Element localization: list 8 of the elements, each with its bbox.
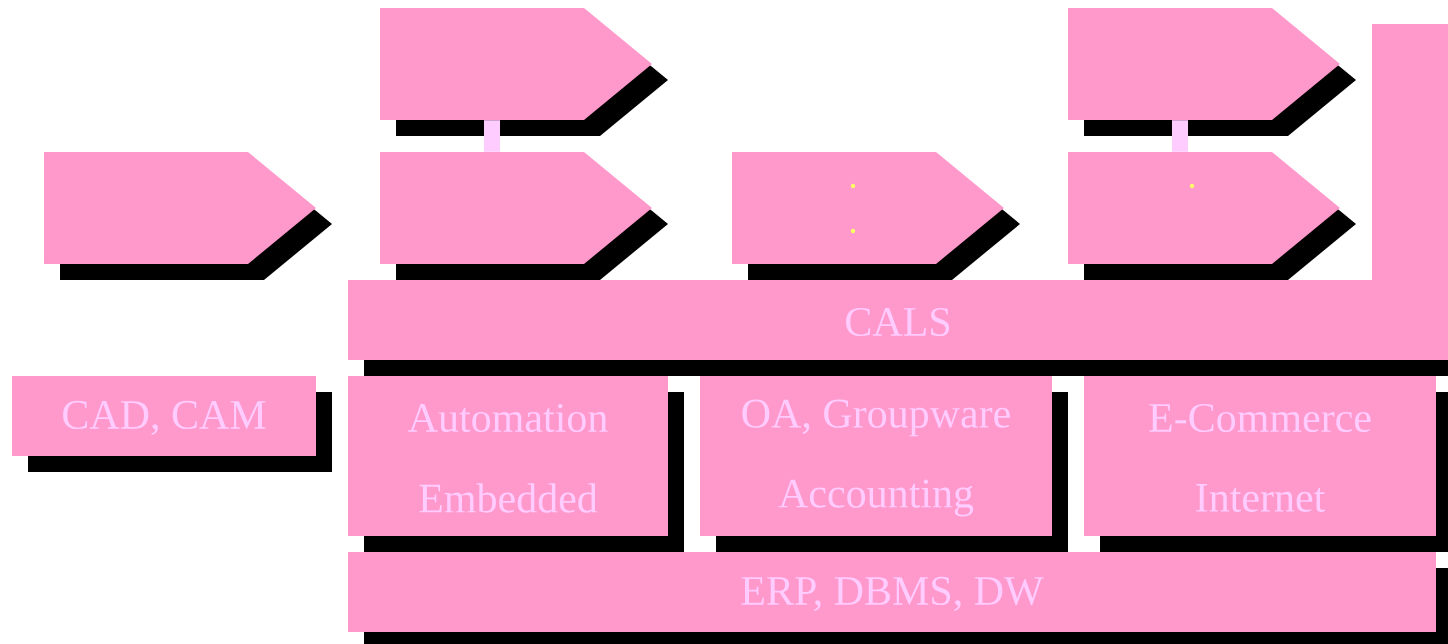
pentagon-arrow xyxy=(1068,152,1356,280)
pentagon-arrow xyxy=(732,152,1020,280)
pentagon-arrow xyxy=(1068,8,1356,136)
connector-bar xyxy=(1172,120,1188,152)
pentagon-arrow xyxy=(380,152,668,280)
connector-bar xyxy=(484,120,500,152)
pentagon-arrow xyxy=(380,8,668,136)
pentagon-arrow xyxy=(44,152,332,280)
